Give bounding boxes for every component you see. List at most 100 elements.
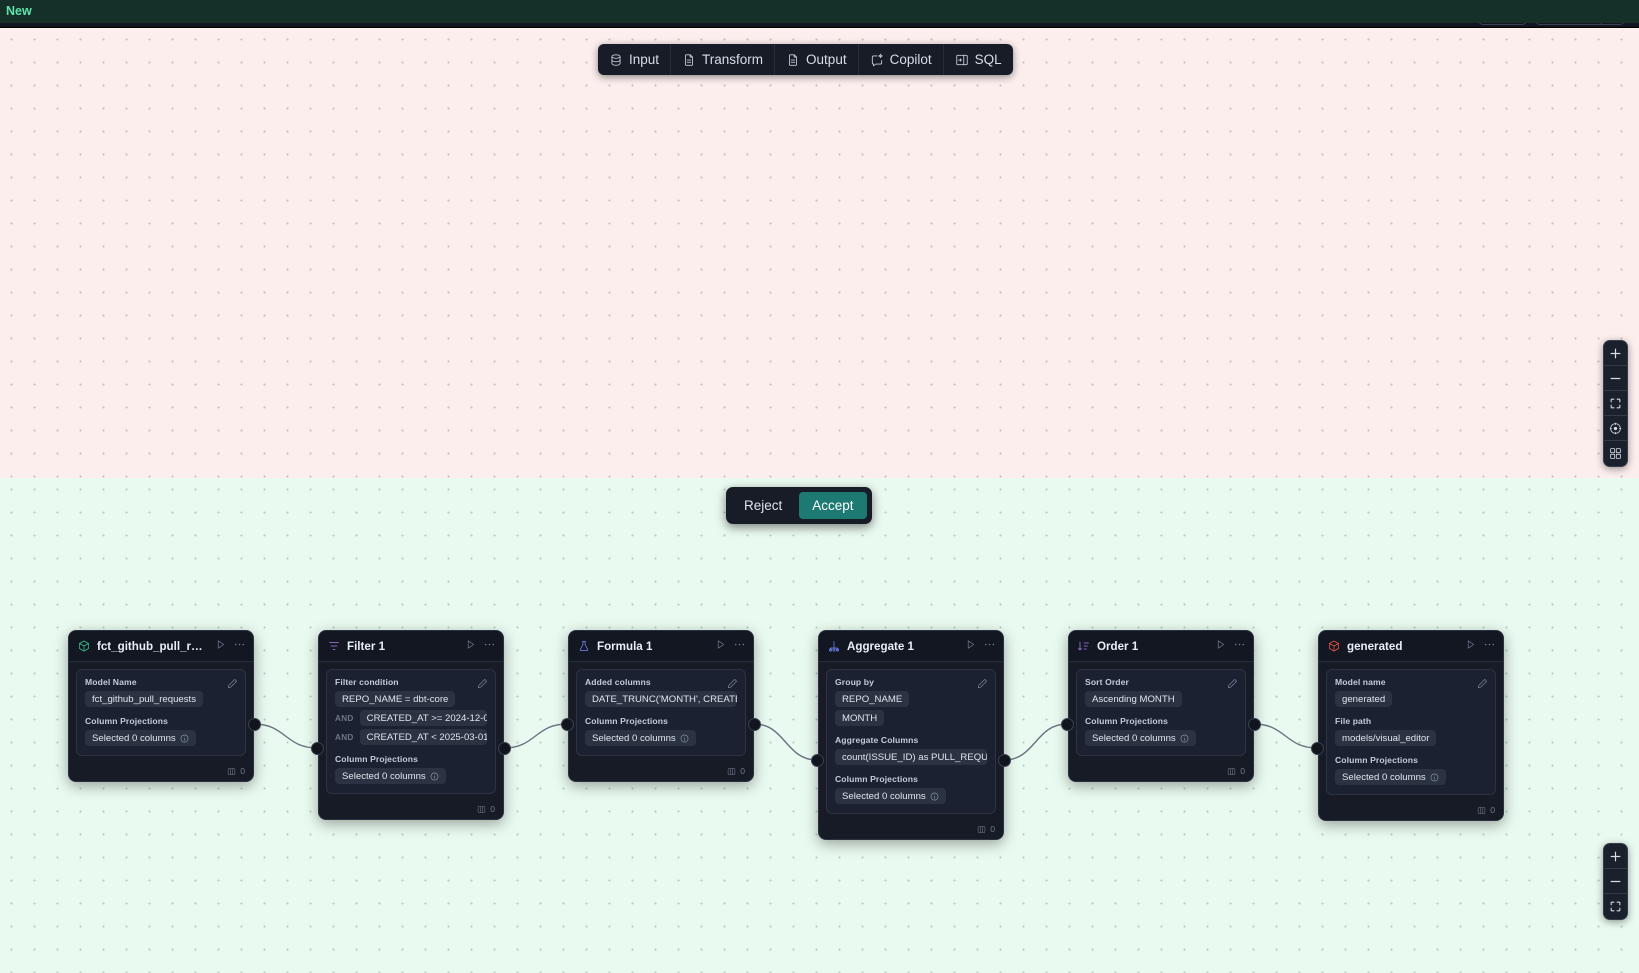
pencil-icon[interactable] bbox=[477, 676, 488, 694]
value-chip[interactable]: Ascending MONTH bbox=[1085, 691, 1182, 707]
node-header[interactable]: fct_github_pull_requests bbox=[69, 631, 253, 662]
chip-row: REPO_NAME bbox=[835, 691, 987, 707]
value-chip[interactable]: Selected 0 columns bbox=[335, 768, 446, 784]
play-icon[interactable] bbox=[1215, 639, 1226, 653]
fit-view-icon[interactable] bbox=[1604, 894, 1627, 919]
mode-tab-label: SQL bbox=[974, 52, 1002, 67]
value-chip[interactable]: Selected 0 columns bbox=[585, 730, 696, 746]
ellipsis-icon[interactable] bbox=[733, 638, 746, 654]
info-icon[interactable] bbox=[1430, 773, 1439, 782]
node-output-handle[interactable] bbox=[998, 754, 1011, 767]
mode-tab-output[interactable]: Output bbox=[775, 44, 859, 75]
ellipsis-icon[interactable] bbox=[983, 638, 996, 654]
node-header[interactable]: Order 1 bbox=[1069, 631, 1253, 662]
pencil-icon[interactable] bbox=[227, 676, 238, 694]
value-chip[interactable]: fct_github_pull_requests bbox=[85, 691, 204, 707]
node-input-handle[interactable] bbox=[1311, 742, 1324, 755]
value-chip[interactable]: Selected 0 columns bbox=[835, 788, 946, 804]
pencil-icon[interactable] bbox=[727, 676, 738, 694]
plus-icon[interactable] bbox=[1604, 844, 1627, 869]
node-input-handle[interactable] bbox=[561, 718, 574, 731]
value-chip[interactable]: CREATED_AT < 2025-03-01 bbox=[359, 729, 487, 745]
node-output-handle[interactable] bbox=[1248, 718, 1261, 731]
node-input-handle[interactable] bbox=[1061, 718, 1074, 731]
value-chip[interactable]: DATE_TRUNC('MONTH', CREATED_AT… bbox=[585, 691, 737, 707]
columns-icon bbox=[727, 767, 736, 776]
play-icon[interactable] bbox=[715, 639, 726, 653]
reject-button[interactable]: Reject bbox=[731, 492, 795, 519]
plus-icon[interactable] bbox=[1604, 341, 1627, 366]
node-output-handle[interactable] bbox=[748, 718, 761, 731]
ellipsis-icon[interactable] bbox=[1483, 638, 1496, 654]
zoom-controls-current[interactable] bbox=[1603, 340, 1628, 467]
fit-view-icon[interactable] bbox=[1604, 391, 1627, 416]
value-chip[interactable]: count(ISSUE_ID) as PULL_REQUEST_… bbox=[835, 749, 987, 765]
info-icon[interactable] bbox=[680, 734, 689, 743]
node-input-handle[interactable] bbox=[811, 754, 824, 767]
node-input-handle[interactable] bbox=[311, 742, 324, 755]
chip-text: MONTH bbox=[842, 712, 878, 724]
play-icon[interactable] bbox=[965, 639, 976, 653]
chip-row: fct_github_pull_requests bbox=[85, 691, 237, 707]
mode-tab-copilot[interactable]: Copilot bbox=[859, 44, 944, 75]
node-header[interactable]: Aggregate 1 bbox=[819, 631, 1003, 662]
lock-center-icon[interactable] bbox=[1604, 416, 1627, 441]
chip-row: models/visual_editor bbox=[1335, 730, 1487, 746]
canvas-dot-grid bbox=[0, 28, 1639, 478]
info-icon[interactable] bbox=[180, 734, 189, 743]
zoom-controls-new[interactable] bbox=[1603, 843, 1628, 920]
pencil-icon[interactable] bbox=[1477, 676, 1488, 694]
chip-row: REPO_NAME = dbt-core bbox=[335, 691, 487, 707]
play-icon[interactable] bbox=[215, 639, 226, 653]
value-chip[interactable]: MONTH bbox=[835, 710, 885, 726]
value-chip[interactable]: Selected 0 columns bbox=[1335, 769, 1446, 785]
ellipsis-icon[interactable] bbox=[1233, 638, 1246, 654]
play-icon[interactable] bbox=[465, 639, 476, 653]
value-chip[interactable]: CREATED_AT >= 2024-12-01 bbox=[359, 710, 487, 726]
node-title: Aggregate 1 bbox=[847, 639, 915, 653]
pencil-icon[interactable] bbox=[977, 676, 988, 694]
value-chip[interactable]: Selected 0 columns bbox=[85, 730, 196, 746]
chip-row: Selected 0 columns bbox=[85, 730, 237, 746]
minus-icon[interactable] bbox=[1604, 366, 1627, 391]
pane-label-new: New bbox=[0, 0, 1639, 23]
value-chip[interactable]: REPO_NAME bbox=[835, 691, 910, 707]
info-icon[interactable] bbox=[430, 772, 439, 781]
play-icon[interactable] bbox=[1465, 639, 1476, 653]
minus-icon[interactable] bbox=[1604, 869, 1627, 894]
node-output-handle[interactable] bbox=[498, 742, 511, 755]
grid-icon[interactable] bbox=[1604, 441, 1627, 466]
chip-text: Selected 0 columns bbox=[1342, 771, 1426, 783]
value-chip[interactable]: Selected 0 columns bbox=[1085, 730, 1196, 746]
pencil-icon[interactable] bbox=[1227, 676, 1238, 694]
mode-tab-input[interactable]: Input bbox=[598, 44, 672, 75]
mode-tab-sql[interactable]: SQL bbox=[944, 44, 1013, 75]
chip-text: count(ISSUE_ID) as PULL_REQUEST_… bbox=[842, 751, 987, 763]
node-header[interactable]: Formula 1 bbox=[569, 631, 753, 662]
value-chip[interactable]: generated bbox=[1335, 691, 1393, 707]
canvas-pane-current[interactable] bbox=[0, 28, 1639, 478]
and-operator: AND bbox=[335, 713, 354, 723]
node-header[interactable]: Filter 1 bbox=[319, 631, 503, 662]
ellipsis-icon[interactable] bbox=[483, 638, 496, 654]
info-icon[interactable] bbox=[930, 792, 939, 801]
chip-text: Selected 0 columns bbox=[92, 732, 176, 744]
flow-node-source[interactable]: fct_github_pull_requests Model Namefct_g… bbox=[68, 630, 254, 782]
ellipsis-icon[interactable] bbox=[233, 638, 246, 654]
value-chip[interactable]: REPO_NAME = dbt-core bbox=[335, 691, 456, 707]
info-icon[interactable] bbox=[1180, 734, 1189, 743]
accept-button[interactable]: Accept bbox=[799, 492, 867, 519]
node-output-handle[interactable] bbox=[248, 718, 261, 731]
node-header[interactable]: generated bbox=[1319, 631, 1503, 662]
value-chip[interactable]: models/visual_editor bbox=[1335, 730, 1437, 746]
chip-row: Selected 0 columns bbox=[1085, 730, 1237, 746]
mode-tab-transform[interactable]: Transform bbox=[671, 44, 776, 75]
columns-icon bbox=[1477, 806, 1486, 815]
